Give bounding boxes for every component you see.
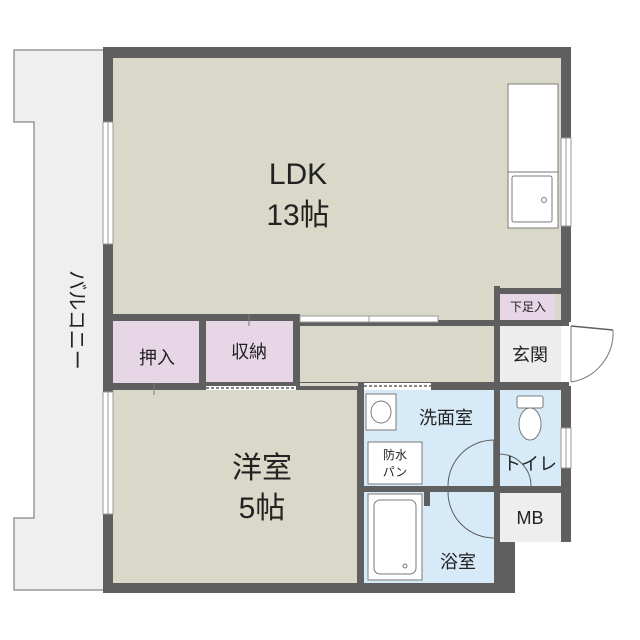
hall-western-opening: [300, 383, 358, 386]
ldk-floor: [113, 58, 561, 320]
entrance-label: 玄関: [512, 345, 548, 365]
wall: [293, 320, 300, 386]
wall: [495, 288, 561, 294]
entrance-notch: [569, 322, 579, 386]
toilet-tank: [516, 395, 544, 409]
storage-label: 収納: [231, 342, 267, 362]
wall: [499, 486, 561, 493]
balcony: バルコニー: [13, 49, 105, 591]
wall: [113, 314, 300, 321]
western-room-size: 5帖: [239, 492, 286, 525]
waterproof-pan: [367, 441, 423, 485]
entrance-door: [570, 325, 614, 383]
storage-floor: [205, 320, 293, 382]
entrance-floor: [499, 326, 561, 382]
toilet-door: [498, 453, 532, 487]
bath-door: [447, 491, 495, 539]
oshiire-label: 押入: [139, 348, 175, 368]
waterproof-pan-label: 防水: [383, 447, 407, 462]
washroom-door: [447, 439, 495, 487]
bathtub-inner: [373, 499, 417, 575]
kitchen-sink: [511, 175, 553, 223]
balcony-label: バルコニー: [65, 270, 87, 370]
ldk-size: 13帖: [266, 199, 329, 232]
hall-floor: [299, 326, 495, 382]
kitchen: [507, 83, 559, 229]
oshiire-floor: [113, 320, 199, 390]
room-labels: LDK 13帖 洋室 5帖 押入 収納 下足入 玄関 洗面室 防水 パン トイレ…: [139, 158, 557, 572]
toilet-label: トイレ: [503, 454, 557, 474]
openings: [206, 315, 571, 390]
shoe-storage-label: 下足入: [510, 300, 546, 314]
ldk-label: LDK: [269, 158, 327, 191]
bathtub-drain: [402, 563, 408, 569]
windows: [102, 121, 572, 515]
western-room-label: 洋室: [232, 452, 292, 485]
marks: [153, 314, 250, 395]
waterproof-pan-label-2: パン: [383, 465, 408, 479]
balcony-railing: [13, 49, 105, 591]
washroom-label: 洗面室: [419, 408, 473, 428]
western-room-floor: [113, 390, 358, 583]
bathtub: [367, 493, 423, 581]
toilet-door-arc: [498, 453, 532, 487]
mb-label: MB: [517, 508, 544, 528]
sink-drain: [541, 197, 547, 203]
washroom-door-arc: [447, 439, 495, 487]
wall: [424, 486, 430, 506]
floors: [113, 58, 561, 583]
shoe-storage-floor: [500, 294, 555, 320]
toilet-bowl: [518, 407, 542, 441]
wall: [494, 286, 500, 583]
mb-floor: [499, 493, 561, 542]
toilet-fixture: [516, 395, 544, 441]
entrance-door-leaf: [570, 325, 614, 331]
wall: [494, 384, 561, 390]
bath-door-arc: [447, 491, 495, 539]
washroom-fixtures: [365, 393, 423, 485]
entrance-opening: [561, 326, 571, 382]
wall: [199, 320, 206, 386]
bath-label: 浴室: [440, 552, 476, 572]
wall: [494, 320, 561, 326]
entrance-door-arc: [570, 329, 614, 383]
washroom-sliding-door: [364, 383, 431, 390]
wall: [357, 383, 364, 583]
mb-notch: [515, 542, 575, 596]
